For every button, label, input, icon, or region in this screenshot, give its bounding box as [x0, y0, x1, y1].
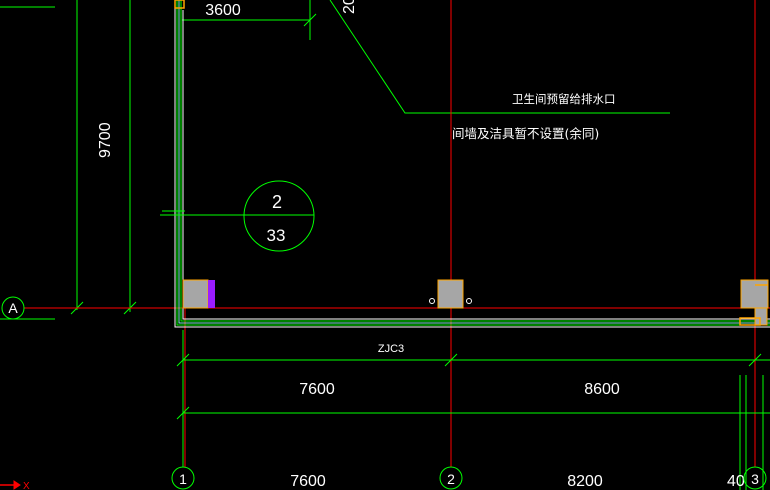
axis-bubble-2: [439, 466, 463, 490]
column-1: [182, 279, 209, 309]
note-leader-line: [329, 0, 670, 114]
wall-corner-marker: [174, 0, 185, 9]
dimension-tick: [444, 353, 458, 367]
column-3: [740, 279, 769, 309]
axis-label-2: 2: [447, 471, 455, 487]
axis-bubble-a: [1, 296, 25, 320]
ucs-x-label: X: [23, 481, 30, 490]
dimension-tick: [748, 353, 762, 367]
dimension-9700-label: 9700: [97, 122, 114, 158]
wall-line: [176, 0, 770, 326]
column-2: [437, 279, 464, 309]
dimension-row2-span3: 40: [727, 473, 745, 490]
column-3-detail: [754, 307, 768, 326]
dimension-row2-span1: 7600: [290, 473, 326, 490]
dimension-row1-span2: 8600: [584, 381, 620, 398]
dimension-partial-label: 20: [341, 0, 358, 14]
wall-inner-line: [182, 10, 770, 320]
detail-sheet: 33: [267, 226, 286, 245]
dimension-3600-label: 3600: [205, 2, 241, 19]
axis-label-a: A: [8, 300, 18, 316]
wall-line: [180, 0, 770, 322]
axis-bubble-3: [743, 466, 767, 490]
dimension-tick: [176, 406, 190, 420]
wall-center-line: [178, 0, 770, 324]
column-1-accent: [208, 280, 215, 308]
axis-label-3: 3: [751, 471, 759, 487]
ucs-arrow-head: [13, 480, 21, 490]
ucs-icon: X: [0, 480, 30, 490]
dimension-row1-span1: 7600: [299, 381, 335, 398]
top-dimension-tick: [303, 13, 317, 27]
detail-number: 2: [272, 192, 282, 212]
axis-bubble-1: [171, 466, 195, 490]
note-line-1: 卫生间预留给排水口: [512, 92, 616, 106]
dimension-row2-span2: 8200: [567, 473, 603, 490]
column-2-anchor: [466, 298, 472, 304]
note-line-2: 间墙及洁具暂不设置(余同): [452, 126, 599, 141]
beam-label: ZJC3: [378, 343, 404, 355]
column-3-base: [739, 317, 761, 326]
axis-label-1: 1: [179, 471, 187, 487]
column-2-anchor: [429, 298, 435, 304]
wall-outer-line: [174, 0, 770, 328]
detail-callout-circle: [243, 180, 315, 252]
